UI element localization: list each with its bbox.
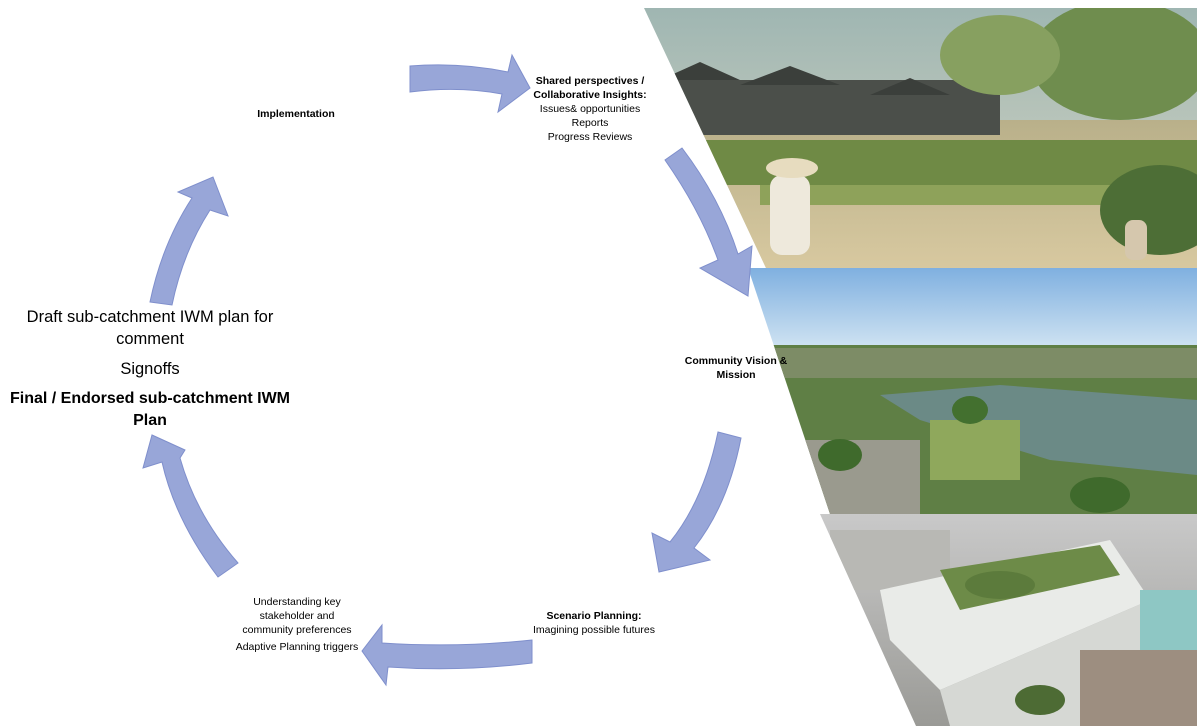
scenario-planning-label: Scenario Planning: Imagining possible fu… — [516, 609, 672, 637]
final-plan-text: Final / Endorsed sub-catchment IWM Plan — [9, 390, 291, 429]
community-garden-photo — [644, 8, 1197, 268]
arrow-vision-to-scenario — [651, 431, 742, 573]
understanding-line: Understanding key — [253, 596, 341, 608]
shared-item: Progress Reviews — [547, 131, 633, 143]
arrow-understanding-to-plan — [142, 434, 239, 578]
scenario-title: Scenario Planning: — [546, 610, 642, 622]
shared-item: Reports — [571, 117, 609, 129]
arrow-plan-to-implementation — [149, 176, 229, 306]
implementation-label: Implementation — [236, 107, 356, 121]
vision-title: Community Vision & Mission — [684, 355, 788, 381]
adaptive-triggers: Adaptive Planning triggers — [235, 641, 359, 653]
community-vision-label: Community Vision & Mission — [676, 354, 796, 382]
shared-item: Issues& opportunities — [539, 103, 641, 115]
arrow-shared-to-vision — [664, 147, 753, 297]
implementation-title: Implementation — [257, 108, 335, 120]
iwm-plan-label: Draft sub-catchment IWM plan for comment… — [4, 306, 296, 432]
draft-plan-text: Draft sub-catchment IWM plan for comment — [26, 308, 274, 348]
understanding-line: stakeholder and — [259, 610, 335, 622]
shared-title: Shared perspectives / Collaborative Insi… — [533, 75, 647, 101]
arrow-implementation-to-shared — [409, 53, 531, 114]
understanding-label: Understanding key stakeholder and commun… — [222, 595, 372, 654]
arrow-scenario-to-understanding — [361, 623, 533, 687]
scenario-subtitle: Imagining possible futures — [533, 624, 655, 636]
signoffs-text: Signoffs — [120, 360, 180, 378]
shared-perspectives-label: Shared perspectives / Collaborative Insi… — [520, 74, 660, 144]
understanding-line: community preferences — [242, 624, 352, 636]
green-roof-building-photo — [820, 514, 1197, 726]
